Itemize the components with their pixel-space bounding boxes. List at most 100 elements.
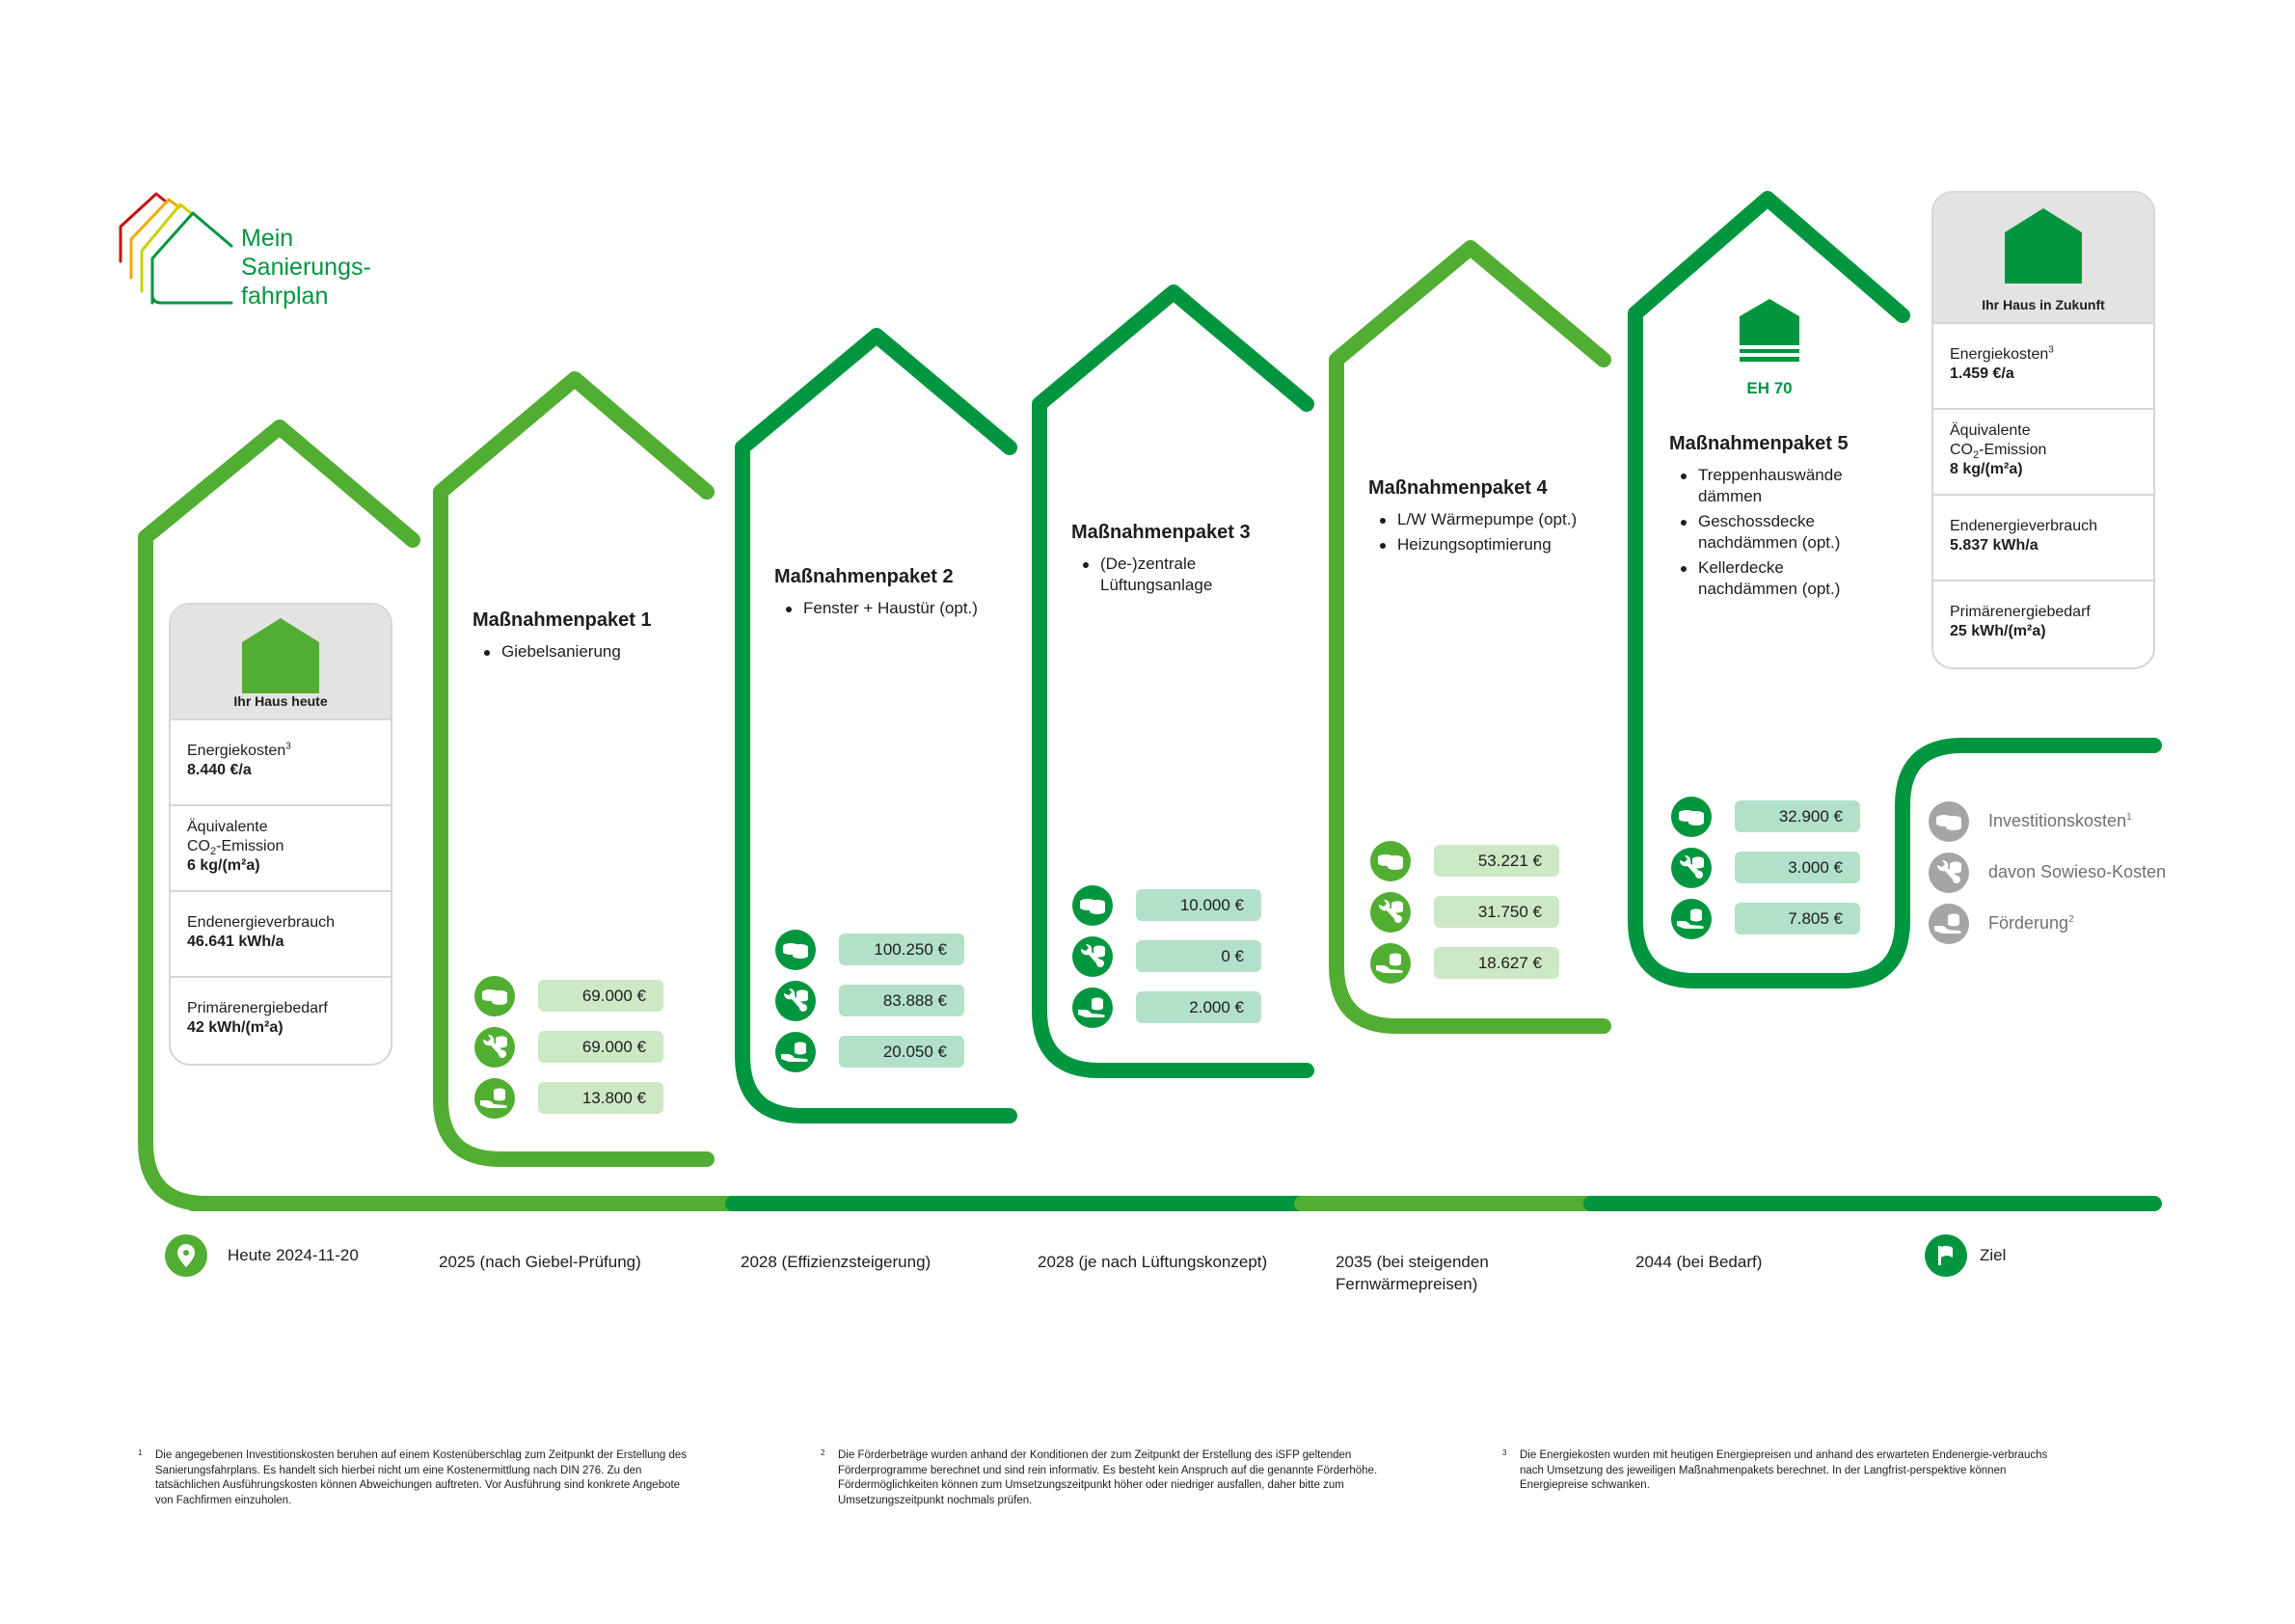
measure-list: (De-)zentrale Lüftungsanlage <box>1071 554 1255 596</box>
timeline-label-package-4: 2035 (bei steigenden Fernwärmepreisen) <box>1336 1251 1489 1295</box>
efficiency-label: EH 70 <box>1746 379 1793 397</box>
coins-icon <box>1370 840 1411 881</box>
hand-coins-icon <box>1370 942 1411 984</box>
package-2-costs: 100.250 € 83.888 € 20.050 € <box>775 924 964 1077</box>
location-pin-icon <box>165 1234 207 1277</box>
energy-costs-row: Energiekosten3 1.459 €/a <box>1933 324 2153 410</box>
wrench-coins-icon <box>775 980 816 1021</box>
funding-value: 2.000 € <box>1136 991 1261 1023</box>
row-label: Energiekosten <box>1950 346 2049 363</box>
wrench-coins-icon <box>1072 935 1113 977</box>
cost-legend: Investitionskosten1 davon Sowieso-Kosten… <box>1929 796 2166 949</box>
footnote-number: 2 <box>821 1448 825 1457</box>
timeline-goal-label: Ziel <box>1980 1246 2007 1264</box>
efficiency-house-icon <box>1740 299 1799 362</box>
funding-value: 13.800 € <box>538 1082 663 1114</box>
timeline-label-package-5: 2044 (bei Bedarf) <box>1635 1253 1763 1271</box>
row-label-sub: 2 <box>1973 449 1980 462</box>
package-5: Maßnahmenpaket 5 Treppenhauswände dämmen… <box>1669 433 1910 604</box>
package-2: Maßnahmenpaket 2 Fenster + Haustür (opt.… <box>774 566 1015 623</box>
investment-cost-value: 32.900 € <box>1735 800 1860 832</box>
investment-cost-row: 53.221 € <box>1370 835 1559 886</box>
flag-icon <box>1925 1234 1967 1277</box>
row-label: -Emission <box>216 838 284 854</box>
footnote-text: Die angegebenen Investitionskosten beruh… <box>155 1449 688 1506</box>
sowieso-cost-value: 31.750 € <box>1434 896 1559 928</box>
primary-energy-row: Primärenergiebedarf 25 kWh/(m²a) <box>1933 582 2153 667</box>
measure-item: Heizungsoptimierung <box>1380 534 1609 555</box>
funding-value: 18.627 € <box>1434 947 1559 979</box>
package-3: Maßnahmenpaket 3 (De-)zentrale Lüftungsa… <box>1071 522 1312 600</box>
current-house-title: Ihr Haus heute <box>233 693 328 709</box>
co2-emission-row: Äquivalente CO2-Emission 6 kg/(m²a) <box>171 806 391 892</box>
final-energy-row: Endenergieverbrauch 5.837 kWh/a <box>1933 496 2153 582</box>
sowieso-cost-row: 0 € <box>1072 931 1261 982</box>
timeline-text: 2035 (bei steigenden <box>1336 1253 1489 1271</box>
measure-list: Treppenhauswände dämmen Geschossdecke na… <box>1669 465 1881 600</box>
logo: Mein Sanierungs- fahrplan <box>241 224 371 311</box>
funding-row: 18.627 € <box>1370 937 1559 988</box>
investment-cost-row: 100.250 € <box>775 924 964 975</box>
sowieso-cost-value: 0 € <box>1136 940 1261 972</box>
sowieso-cost-value: 3.000 € <box>1735 852 1860 883</box>
sowieso-cost-value: 69.000 € <box>538 1031 663 1063</box>
measure-item: Treppenhauswände dämmen <box>1681 465 1881 507</box>
row-label: Energiekosten <box>187 743 286 759</box>
efficiency-badge: EH 70 <box>1736 299 1803 398</box>
legend-label: davon Sowieso-Kosten <box>1988 862 2167 881</box>
row-label: Endenergieverbrauch <box>1950 518 2097 534</box>
future-house-card-header: Ihr Haus in Zukunft <box>1933 193 2153 324</box>
hand-coins-icon <box>1929 903 1969 944</box>
legend-item-sowieso: davon Sowieso-Kosten <box>1929 847 2166 898</box>
package-4: Maßnahmenpaket 4 L/W Wärmepumpe (opt.) H… <box>1368 477 1609 559</box>
hand-coins-icon <box>1671 898 1712 939</box>
logo-house-icon <box>119 192 233 305</box>
row-label: -Emission <box>1979 442 2047 458</box>
final-energy-row: Endenergieverbrauch 46.641 kWh/a <box>171 892 391 978</box>
future-house-card: Ihr Haus in Zukunft Energiekosten3 1.459… <box>1931 191 2155 669</box>
package-title: Maßnahmenpaket 3 <box>1071 522 1251 543</box>
house-outline-package-2 <box>735 328 1017 1123</box>
measure-item: L/W Wärmepumpe (opt.) <box>1380 509 1609 530</box>
measure-item: Geschossdecke nachdämmen (opt.) <box>1681 511 1881 554</box>
wrench-coins-icon <box>474 1026 515 1068</box>
current-house-card: Ihr Haus heute Energiekosten3 8.440 €/a … <box>169 603 392 1066</box>
energy-costs-row: Energiekosten3 8.440 €/a <box>171 720 391 806</box>
coins-icon <box>1072 884 1113 926</box>
funding-row: 2.000 € <box>1072 982 1261 1033</box>
package-1-costs: 69.000 € 69.000 € 13.800 € <box>474 970 663 1123</box>
package-title: Maßnahmenpaket 5 <box>1669 433 1849 454</box>
footnote-ref: 3 <box>2048 344 2054 356</box>
measure-list: Giebelsanierung <box>472 641 714 663</box>
co2-emission-row: Äquivalente CO2-Emission 8 kg/(m²a) <box>1933 410 2153 496</box>
row-label: Primärenergiebedarf <box>1950 604 2091 620</box>
row-value: 5.837 kWh/a <box>1950 537 2038 554</box>
investment-cost-row: 69.000 € <box>474 970 663 1021</box>
measure-list: L/W Wärmepumpe (opt.) Heizungsoptimierun… <box>1368 509 1609 555</box>
logo-line-1: Mein <box>241 225 294 252</box>
house-outline-package-5 <box>1628 191 2162 988</box>
package-3-costs: 10.000 € 0 € 2.000 € <box>1072 880 1261 1033</box>
timeline-label-package-3: 2028 (je nach Lüftungskonzept) <box>1038 1253 1268 1271</box>
row-value: 6 kg/(m²a) <box>187 857 260 874</box>
wrench-coins-icon <box>1671 847 1712 888</box>
funding-row: 7.805 € <box>1671 893 1860 944</box>
legend-text: Investitionskosten <box>1988 811 2127 830</box>
footnote-text: Die Förderbeträge wurden anhand der Kond… <box>838 1449 1378 1506</box>
footnote-1: 1 Die angegebenen Investitionskosten ber… <box>138 1448 695 1508</box>
house-filled-icon <box>242 618 319 693</box>
house-outline-package-4 <box>1329 240 1611 1034</box>
coins-icon <box>474 975 515 1016</box>
timeline-label-package-2: 2028 (Effizienzsteigerung) <box>741 1253 932 1271</box>
footnote-ref: 3 <box>285 741 291 752</box>
row-value: 46.641 kWh/a <box>187 934 284 950</box>
house-outline-package-1 <box>433 371 715 1167</box>
row-label: Endenergieverbrauch <box>187 914 335 931</box>
legend-item-investment: Investitionskosten1 <box>1929 796 2166 847</box>
footnote-number: 3 <box>1502 1448 1507 1457</box>
investment-cost-value: 69.000 € <box>538 980 663 1012</box>
logo-line-3: fahrplan <box>241 283 329 310</box>
sowieso-cost-row: 3.000 € <box>1671 842 1860 893</box>
investment-cost-value: 10.000 € <box>1136 889 1261 921</box>
